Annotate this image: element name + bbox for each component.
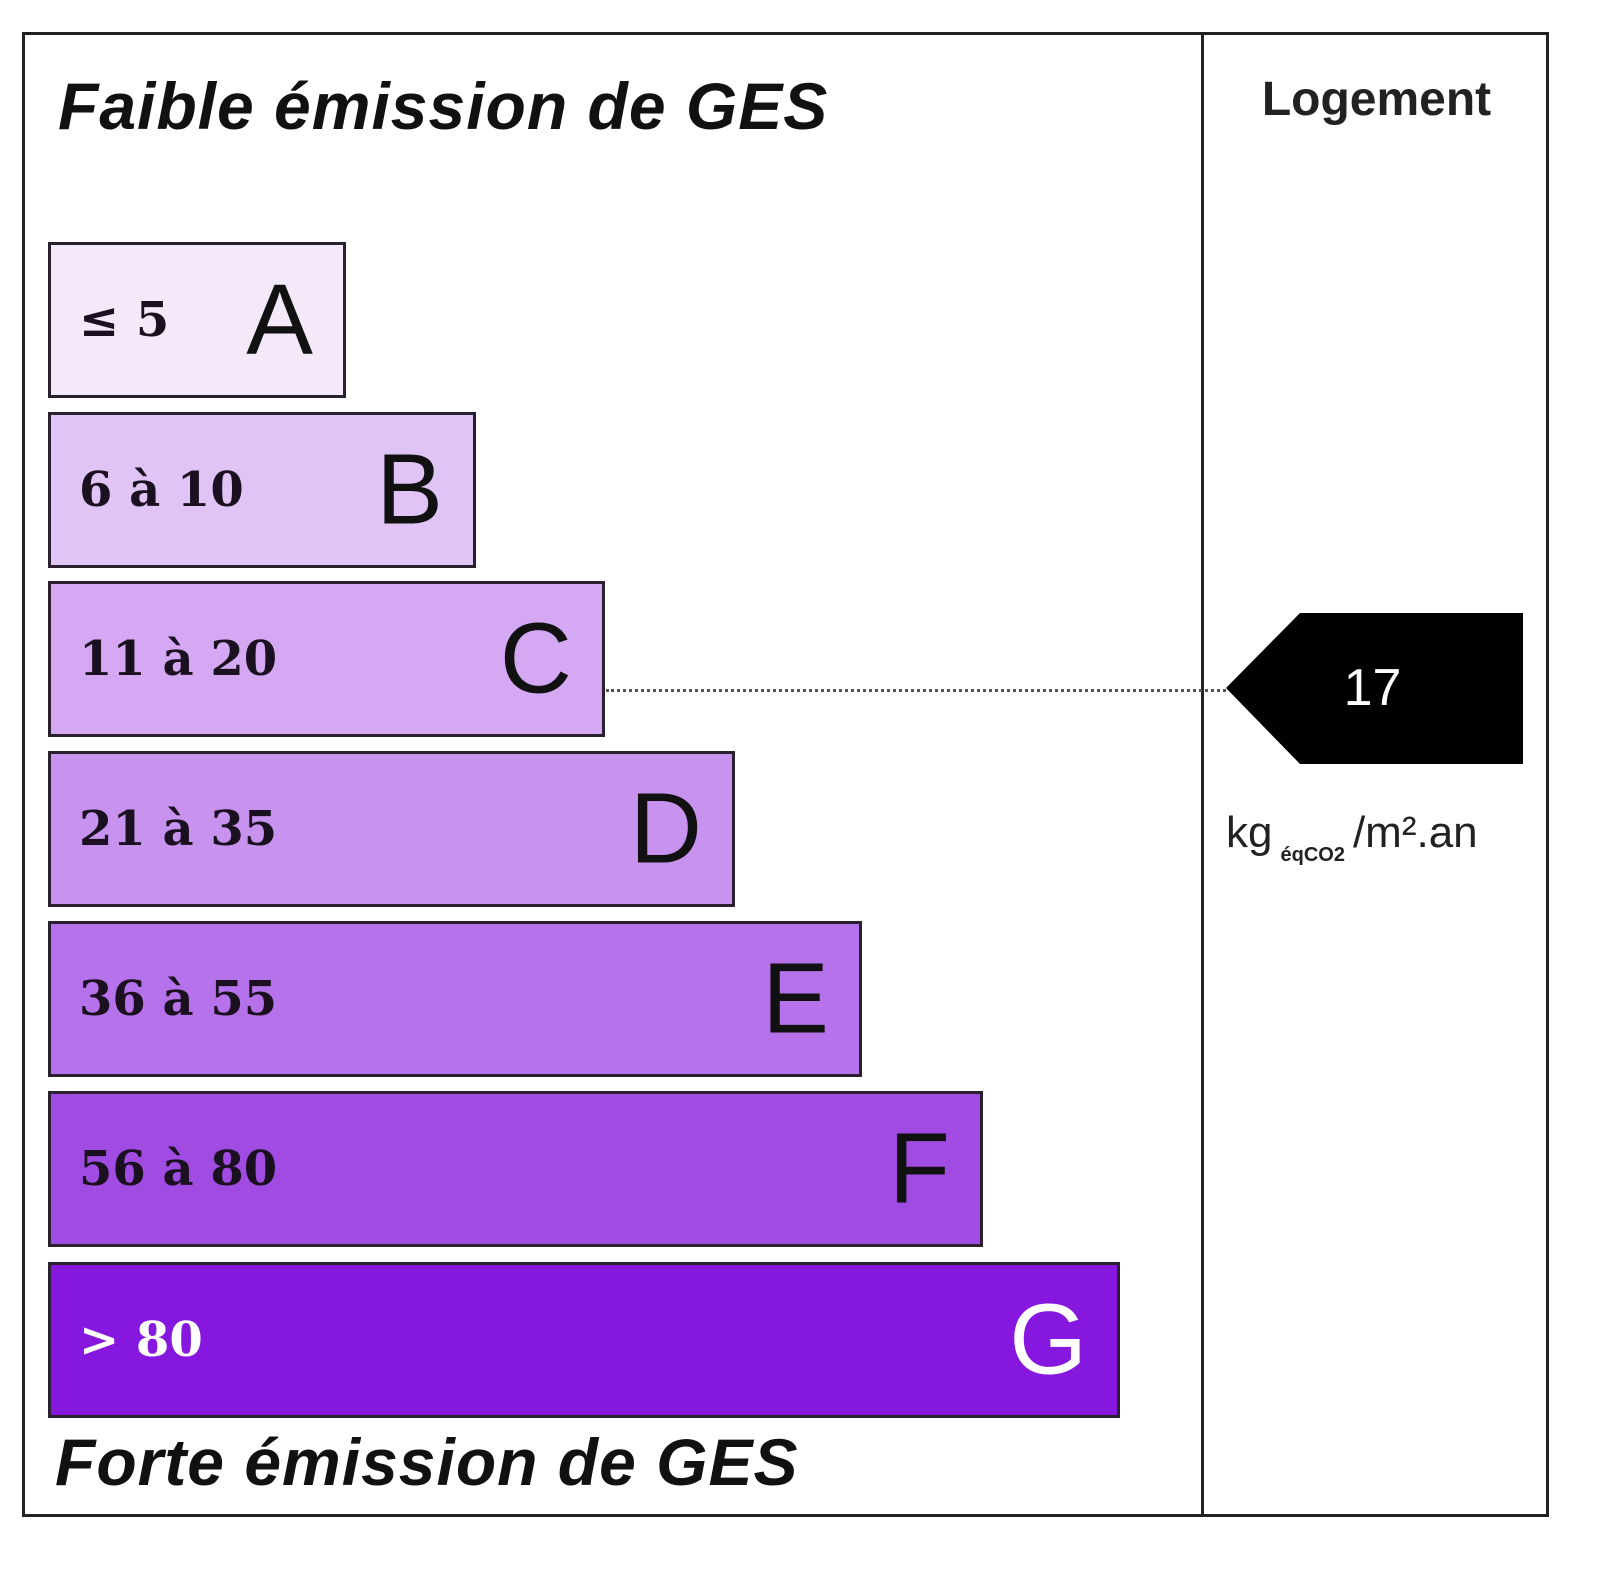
class-letter: C <box>499 602 572 715</box>
class-bar-g: > 80 G <box>48 1262 1120 1418</box>
class-letter: A <box>246 263 313 376</box>
class-range: 56 à 80 <box>79 1141 278 1197</box>
class-letter: E <box>762 942 829 1055</box>
column-divider <box>1201 32 1204 1517</box>
class-bar-c: 11 à 20 C <box>48 581 605 737</box>
class-range: 11 à 20 <box>79 631 278 687</box>
logement-column-title: Logement <box>1261 73 1492 126</box>
class-range: 36 à 55 <box>79 971 278 1027</box>
class-bar-e: 36 à 55 E <box>48 921 862 1077</box>
indicator-arrow <box>1226 613 1523 764</box>
class-range: ≤ 5 <box>79 292 170 348</box>
class-letter: D <box>629 772 702 885</box>
unit-main: kg <box>1226 808 1273 857</box>
unit-sub: éqCO2 <box>1280 844 1345 866</box>
unit-suffix: /m².an <box>1352 808 1478 857</box>
class-range: > 80 <box>79 1312 203 1368</box>
class-letter: G <box>1009 1283 1087 1396</box>
class-bar-a: ≤ 5 A <box>48 242 346 398</box>
class-bar-d: 21 à 35 D <box>48 751 735 907</box>
unit-label: kg éqCO2/m².an <box>1226 808 1478 867</box>
label-frame <box>22 32 1549 1517</box>
indicator-leader-line <box>606 689 1226 692</box>
class-range: 6 à 10 <box>79 462 244 518</box>
class-letter: F <box>888 1112 950 1225</box>
class-bar-b: 6 à 10 B <box>48 412 476 568</box>
indicator-value: 17 <box>1343 659 1402 717</box>
low-emission-heading: Faible émission de GES <box>58 69 829 143</box>
class-bar-f: 56 à 80 F <box>48 1091 983 1247</box>
high-emission-heading: Forte émission de GES <box>55 1425 799 1499</box>
class-range: 21 à 35 <box>79 801 278 857</box>
class-letter: B <box>376 433 443 546</box>
